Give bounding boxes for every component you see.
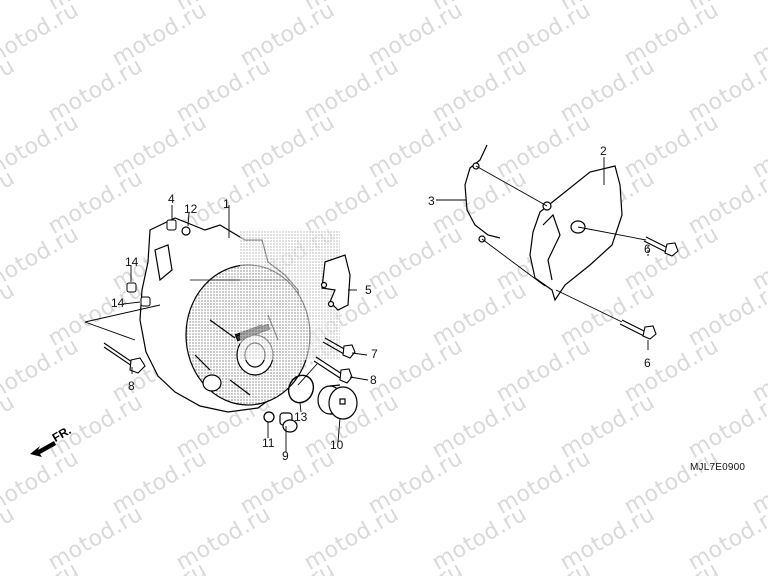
callout-9: 9	[282, 449, 289, 463]
callout-1: 1	[223, 197, 230, 211]
dowel-part-14-a	[126, 282, 137, 293]
callout-7: 7	[371, 347, 378, 361]
callout-6-upper: 6	[644, 242, 651, 256]
bolt-part-6-upper	[643, 236, 679, 257]
callout-2: 2	[600, 144, 607, 158]
o-ring-part-13	[287, 374, 315, 404]
callout-13: 13	[294, 410, 308, 424]
callout-8-left: 8	[128, 379, 135, 393]
bolt-part-6-lower	[619, 319, 657, 340]
callout-14-lower: 14	[111, 296, 125, 310]
gasket-part-3	[464, 144, 501, 243]
washer-part-11	[263, 411, 275, 423]
front-direction-arrow-icon	[30, 441, 56, 457]
callout-5: 5	[365, 283, 372, 297]
callout-11: 11	[262, 436, 275, 450]
callout-3: 3	[428, 194, 435, 208]
dowel-part-4	[166, 219, 177, 231]
plug-part-10	[317, 384, 358, 420]
callout-12: 12	[184, 202, 198, 216]
cover-part-2	[529, 165, 623, 302]
dowel-part-14-b	[140, 296, 151, 307]
bolt-part-9	[279, 412, 298, 433]
callout-4: 4	[168, 192, 175, 206]
washer-part-12	[181, 226, 191, 236]
bracket-part-5	[320, 254, 351, 311]
callout-10: 10	[330, 438, 344, 452]
bolt-part-7	[322, 337, 356, 359]
callout-14-upper: 14	[125, 255, 139, 269]
diagram-reference-code: MJL7E0900	[690, 462, 746, 473]
callout-6-lower: 6	[644, 356, 651, 370]
callout-8-right: 8	[370, 373, 377, 387]
bolt-part-8-right	[313, 356, 353, 384]
leader-lines	[84, 157, 649, 452]
bolt-part-8-left	[103, 342, 146, 374]
